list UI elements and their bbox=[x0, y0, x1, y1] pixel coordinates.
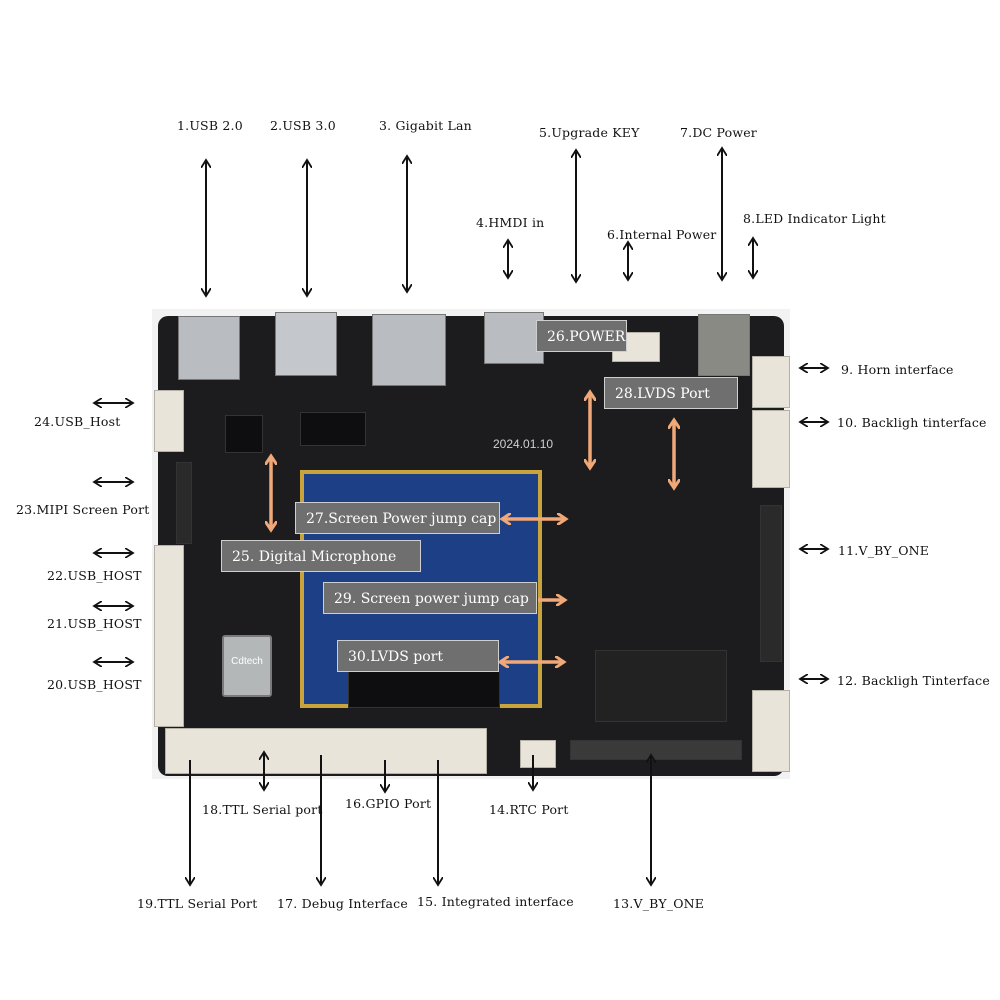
vbyone-connector-bottom bbox=[570, 740, 742, 760]
label-usb3: 2.USB 3.0 bbox=[270, 118, 336, 133]
usb-host-connector-24 bbox=[154, 390, 184, 452]
board-date: 2024.01.10 bbox=[493, 437, 554, 451]
hdmi-connector bbox=[484, 312, 544, 364]
label-ttl-serial-19: 19.TTL Serial Port bbox=[137, 896, 258, 911]
mipi-connector bbox=[176, 462, 192, 544]
label-integrated-interface: 15. Integrated interface bbox=[417, 894, 574, 909]
callout-screen-power-jump-cap-29: 29. Screen power jump cap bbox=[323, 582, 537, 614]
label-backlight-interface-10: 10. Backligh tinterface bbox=[837, 415, 987, 430]
rtc-connector bbox=[520, 740, 556, 768]
label-usb-host-20: 20.USB_HOST bbox=[47, 677, 142, 692]
dc-jack bbox=[698, 314, 750, 376]
label-usb-host-22: 22.USB_HOST bbox=[47, 568, 142, 583]
label-led-indicator: 8.LED Indicator Light bbox=[743, 211, 886, 226]
label-usb2: 1.USB 2.0 bbox=[177, 118, 243, 133]
usb-host-connector-22-20 bbox=[154, 545, 184, 727]
label-backlight-interface-12: 12. Backligh Tinterface bbox=[837, 673, 990, 688]
label-rtc-port: 14.RTC Port bbox=[489, 802, 569, 817]
callout-lvds-port-30: 30.LVDS port bbox=[337, 640, 499, 672]
callout-power: 26.POWER bbox=[536, 320, 627, 352]
label-gigabit-lan: 3. Gigabit Lan bbox=[379, 118, 472, 133]
label-ttl-serial-18: 18.TTL Serial port bbox=[202, 802, 323, 817]
callout-lvds-port-28: 28.LVDS Port bbox=[604, 377, 738, 409]
wifi-module: Cdtech bbox=[222, 635, 272, 697]
label-upgrade-key: 5.Upgrade KEY bbox=[539, 125, 640, 140]
horn-connector bbox=[752, 356, 790, 408]
label-debug-interface: 17. Debug Interface bbox=[277, 896, 408, 911]
label-usb-host-21: 21.USB_HOST bbox=[47, 616, 142, 631]
label-dc-power: 7.DC Power bbox=[680, 125, 757, 140]
backlight-connector-2 bbox=[752, 690, 790, 772]
rj45-connector bbox=[372, 314, 446, 386]
label-hdmi-in: 4.HMDI in bbox=[476, 215, 545, 230]
usb3-connector bbox=[275, 312, 337, 376]
backlight-connector-1 bbox=[752, 410, 790, 488]
callout-digital-microphone: 25. Digital Microphone bbox=[221, 540, 421, 572]
lan-transformer bbox=[300, 412, 366, 446]
bottom-connector-row bbox=[165, 728, 487, 774]
label-v-by-one-11: 11.V_BY_ONE bbox=[838, 543, 930, 558]
label-mipi-screen-port: 23.MIPI Screen Port bbox=[16, 502, 150, 517]
label-usb-host-24: 24.USB_Host bbox=[34, 414, 121, 429]
usb2-connector bbox=[178, 316, 240, 380]
lvds-header-grid bbox=[595, 650, 727, 722]
label-v-by-one-13: 13.V_BY_ONE bbox=[613, 896, 705, 911]
label-internal-power: 6.Internal Power bbox=[607, 227, 717, 242]
ic-chip bbox=[225, 415, 263, 453]
vbyone-connector-right bbox=[760, 505, 782, 662]
label-gpio-port: 16.GPIO Port bbox=[345, 796, 432, 811]
label-horn-interface: 9. Horn interface bbox=[841, 362, 954, 377]
callout-screen-power-jump-cap-27: 27.Screen Power jump cap bbox=[295, 502, 500, 534]
